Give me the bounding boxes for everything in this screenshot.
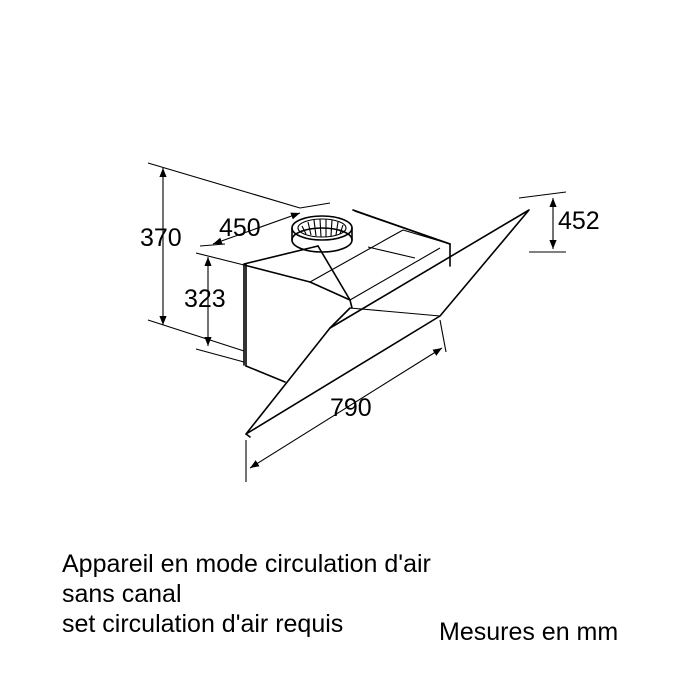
- dimension-790: 790: [245, 319, 447, 482]
- dimension-452-label: 452: [558, 207, 600, 235]
- dimension-323: 323: [184, 252, 245, 363]
- dimension-370: 370: [140, 162, 301, 352]
- hood-body: [243, 209, 451, 383]
- dimension-370-label: 370: [140, 224, 182, 252]
- units-note: Mesures en mm: [439, 618, 619, 646]
- dimension-450-label: 450: [219, 214, 261, 242]
- air-outlet: [291, 215, 353, 253]
- dimension-323-label: 323: [184, 285, 226, 313]
- caption-line-3: set circulation d'air requis: [62, 610, 344, 638]
- dimension-450: 450: [199, 202, 331, 247]
- dimension-790-label: 790: [330, 394, 372, 422]
- glass-panel: [245, 209, 530, 438]
- caption-line-2: sans canal: [62, 580, 182, 608]
- dimension-452: 452: [518, 191, 600, 253]
- caption-line-1: Appareil en mode circulation d'air: [62, 550, 431, 578]
- caption: Appareil en mode circulation d'air sans …: [62, 549, 431, 639]
